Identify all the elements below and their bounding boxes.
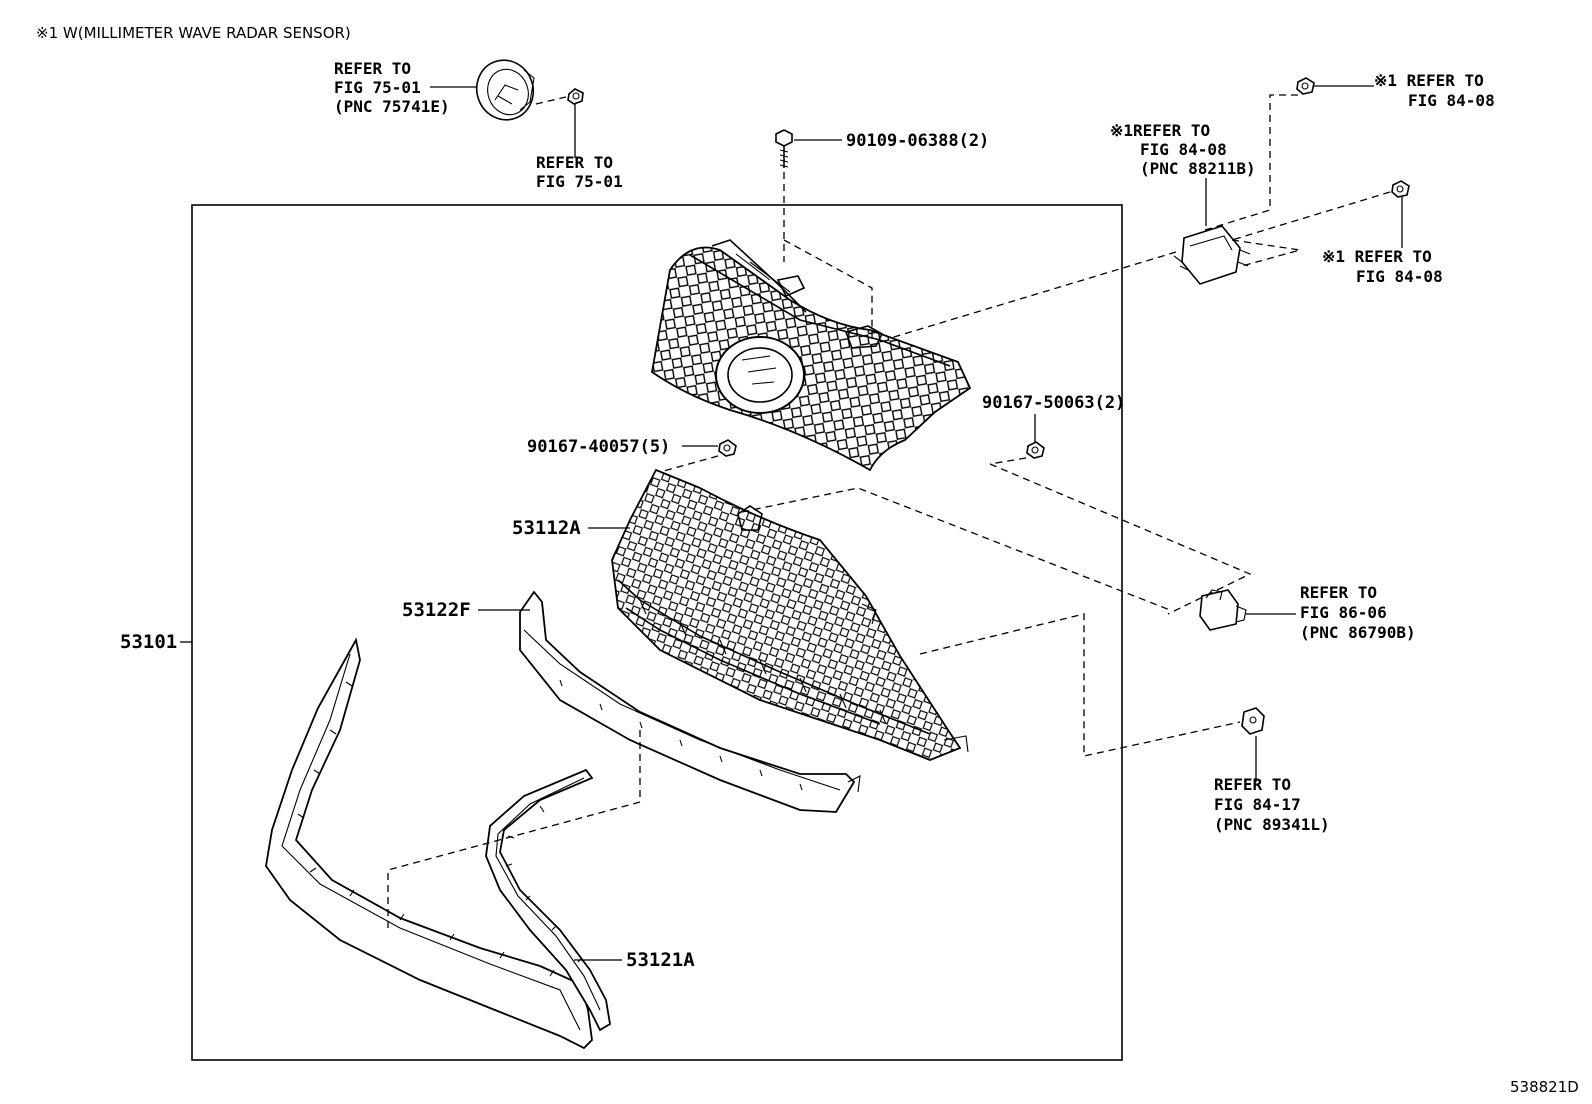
figure-id: 538821D	[1510, 1078, 1579, 1096]
assembly-frame	[191, 204, 1123, 1061]
dash-radar-right	[1231, 191, 1391, 241]
pn-clip-right: 90167-50063(2)	[982, 393, 1125, 413]
camera-part	[1199, 589, 1247, 631]
dash-radar-grille	[883, 251, 1177, 341]
pn-clip-left: 90167-40057(5)	[527, 437, 670, 457]
pn-53112A: 53112A	[512, 517, 581, 539]
clip-right-part	[1026, 441, 1045, 459]
ref-radar-c: ※1 REFER TO FIG 84-08	[1322, 247, 1443, 286]
pn-53121A: 53121A	[626, 949, 695, 971]
note-text: ※1 W(MILLIMETER WAVE RADAR SENSOR)	[36, 24, 351, 42]
clip-left-part	[718, 439, 737, 457]
pn-53122F: 53122F	[402, 599, 471, 621]
radar-screw-right	[1391, 180, 1410, 198]
dash-radar-top	[1204, 94, 1298, 231]
ref-emblem-a: REFER TO FIG 75-01 (PNC 75741E)	[334, 59, 450, 116]
pn-53101: 53101	[120, 631, 177, 653]
lower-molding-left-part	[265, 637, 593, 1050]
dash-radar-bracket	[1231, 239, 1301, 267]
bolt-part	[775, 129, 793, 168]
ref-radar-b: ※1REFER TO FIG 84-08 (PNC 88211B)	[1110, 121, 1256, 178]
upper-molding-part	[519, 590, 861, 813]
radar-screw-top	[1296, 77, 1315, 95]
inner-grille-part	[611, 468, 969, 761]
sensor-part	[1241, 707, 1265, 735]
dash-molding-link	[387, 730, 641, 930]
emblem-part	[475, 59, 535, 121]
dash-clip-right	[989, 457, 1027, 465]
dash-clip-left	[659, 455, 719, 473]
lower-molding-right-part	[485, 768, 611, 1032]
dash-grille-sensor	[919, 613, 1241, 757]
emblem-screw	[567, 88, 584, 105]
ref-emblem-b: REFER TO FIG 75-01	[536, 153, 623, 191]
upper-grille-part	[651, 239, 972, 472]
radar-sensor-part	[1173, 225, 1251, 285]
dash-bolt-grille	[783, 239, 873, 340]
dash-emblem-screw	[535, 96, 567, 105]
ref-camera: REFER TO FIG 86-06 (PNC 86790B)	[1300, 583, 1416, 642]
dash-grille-camera	[741, 487, 1171, 611]
pn-bolt: 90109-06388(2)	[846, 131, 989, 151]
ref-radar-a: ※1 REFER TO FIG 84-08	[1374, 71, 1495, 110]
ref-sensor: REFER TO FIG 84-17 (PNC 89341L)	[1214, 775, 1330, 834]
dash-clip-camera	[989, 463, 1252, 615]
